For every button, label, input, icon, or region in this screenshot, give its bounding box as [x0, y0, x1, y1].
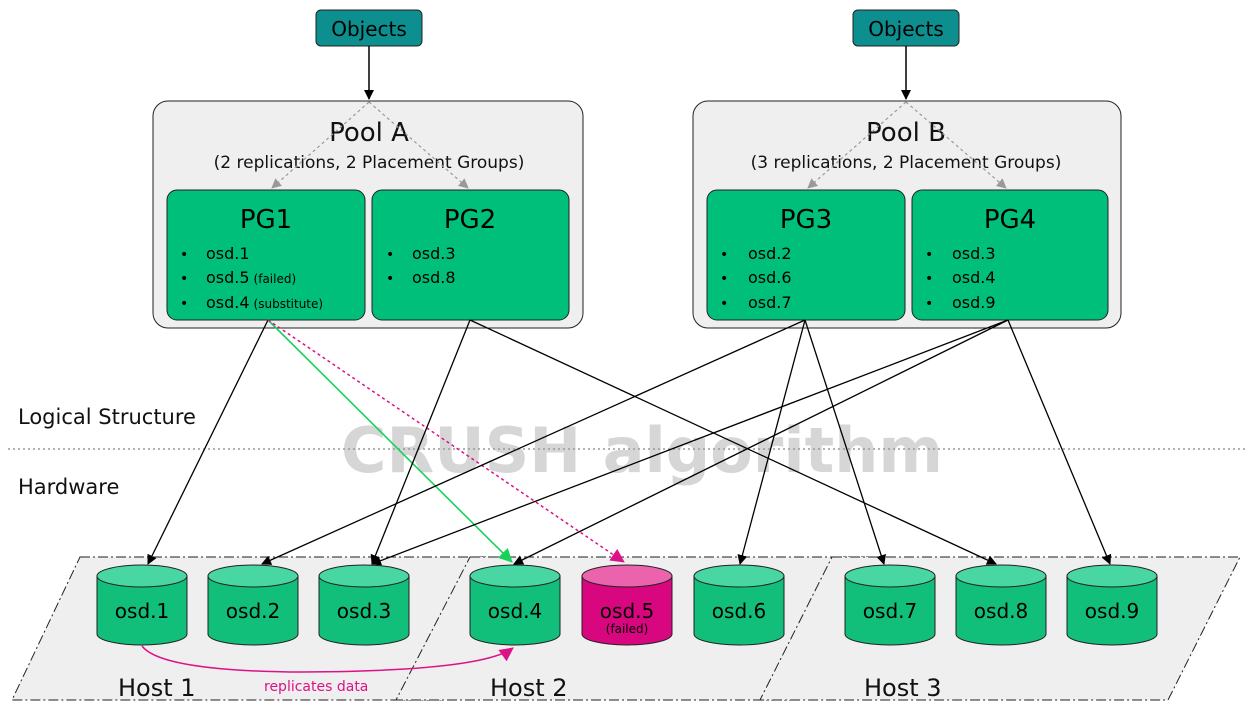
pool-a-title: Pool A	[329, 118, 409, 148]
pg3-bullet-1: •	[720, 247, 728, 263]
osd-5-disk-failed: osd.5 (failed)	[581, 564, 673, 646]
osd-4-disk: osd.4	[469, 564, 561, 646]
pg2-bullet-2: •	[386, 271, 394, 287]
osd-1-label: osd.1	[115, 599, 169, 623]
pg3-to-osd7-arrow	[804, 319, 886, 565]
pg1-box: PG1 • osd.1 • osd.5(failed) • osd.4(subs…	[166, 189, 366, 321]
pg3-bullet-2: •	[720, 271, 728, 287]
host-1-label: Host 1	[118, 674, 196, 702]
pool-b-to-pg3-arrow	[807, 101, 907, 189]
pg4-to-osd9-arrow	[1007, 319, 1112, 565]
pg4-to-osd4-arrow	[513, 319, 1009, 565]
pg4-osd-3: osd.9	[952, 293, 996, 312]
pg1-bullet-3: •	[180, 296, 188, 312]
osd-3-disk: osd.3	[318, 564, 410, 646]
pg1-osd-2: osd.5(failed)	[206, 268, 296, 287]
pg2-to-osd3-arrow	[370, 319, 471, 565]
pg-osd-arrows	[147, 319, 1112, 566]
watermark-text: CRUSH algorithm	[341, 414, 943, 487]
osd-5-failed-note: (failed)	[606, 622, 649, 636]
pg4-box: PG4 • osd.3 • osd.4 • osd.9	[911, 189, 1109, 321]
pg2-osd-1: osd.3	[412, 244, 456, 263]
pg3-osd-1: osd.2	[748, 244, 792, 263]
osd-2-label: osd.2	[226, 599, 280, 623]
pg2-to-osd8-arrow	[469, 319, 997, 565]
pg4-to-osd3-arrow	[371, 319, 1009, 566]
osd-7-disk: osd.7	[844, 564, 936, 646]
osd-6-label: osd.6	[712, 599, 766, 623]
osd-9-label: osd.9	[1085, 599, 1139, 623]
pg3-to-osd2-arrow	[261, 319, 806, 565]
pg2-title: PG2	[444, 205, 496, 235]
pool-a-subtitle: (2 replications, 2 Placement Groups)	[214, 153, 525, 173]
pg4-osd-2: osd.4	[952, 268, 996, 287]
osd-8-disk: osd.8	[955, 564, 1047, 646]
objects-a-label: Objects	[331, 17, 407, 41]
pg1-title: PG1	[240, 205, 292, 235]
pg2-bullet-1: •	[386, 247, 394, 263]
pg1-to-osd1-arrow	[147, 319, 269, 565]
pg2-box: PG2 • osd.3 • osd.8	[371, 189, 570, 321]
objects-b-label: Objects	[868, 17, 944, 41]
pool-a-to-pg1-arrow	[271, 101, 370, 189]
pg4-title: PG4	[984, 205, 1036, 235]
osd-3-label: osd.3	[337, 599, 391, 623]
replicates-data-arrow	[141, 645, 514, 673]
pool-a-to-pg2-arrow	[368, 101, 469, 189]
hardware-label: Hardware	[18, 475, 119, 499]
pg1-osd-3: osd.4(substitute)	[206, 293, 323, 312]
replicates-data-label: replicates data	[264, 679, 368, 695]
pool-b-title: Pool B	[866, 118, 946, 148]
pg1-bullet-1: •	[180, 247, 188, 263]
host-2-label: Host 2	[490, 674, 568, 702]
pg3-box: PG3 • osd.2 • osd.6 • osd.7	[706, 189, 906, 321]
pg4-osd-1: osd.3	[952, 244, 996, 263]
pg4-bullet-3: •	[925, 296, 933, 312]
pg3-to-osd6-arrow	[737, 319, 806, 565]
objects-b: Objects	[852, 9, 960, 47]
osd-6-disk: osd.6	[693, 564, 785, 646]
logical-structure-label: Logical Structure	[18, 405, 196, 429]
pg4-bullet-2: •	[925, 271, 933, 287]
pool-b-to-pg4-arrow	[905, 101, 1007, 189]
pg3-title: PG3	[780, 205, 832, 235]
osd-5-label: osd.5	[600, 599, 654, 623]
pg1-bullet-2: •	[180, 271, 188, 287]
host-3-label: Host 3	[864, 674, 942, 702]
osd-4-label: osd.4	[488, 599, 542, 623]
osd-9-disk: osd.9	[1066, 564, 1158, 646]
pg1-to-osd4-arrow	[267, 319, 513, 563]
osd-8-label: osd.8	[974, 599, 1028, 623]
pg3-osd-2: osd.6	[748, 268, 792, 287]
objects-a: Objects	[315, 9, 423, 47]
pg4-bullet-1: •	[925, 247, 933, 263]
pg3-osd-3: osd.7	[748, 293, 792, 312]
osd-1-disk: osd.1	[96, 564, 188, 646]
pg2-osd-2: osd.8	[412, 268, 456, 287]
pg1-osd-1: osd.1	[206, 244, 250, 263]
osd-2-disk: osd.2	[207, 564, 299, 646]
pg3-bullet-3: •	[720, 296, 728, 312]
pool-b-subtitle: (3 replications, 2 Placement Groups)	[751, 153, 1062, 173]
osd-7-label: osd.7	[863, 599, 917, 623]
